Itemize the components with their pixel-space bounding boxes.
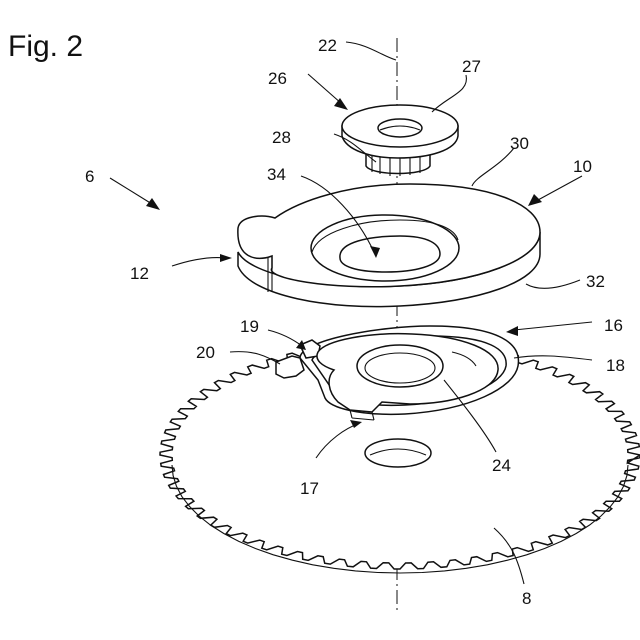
label-18: 18 [606,356,625,375]
label-8: 8 [522,589,531,608]
label-20: 20 [196,343,215,362]
screw [342,105,458,176]
label-22: 22 [318,36,337,55]
label-6: 6 [85,167,94,186]
label-26: 26 [268,69,287,88]
label-24: 24 [492,456,511,475]
label-30: 30 [510,134,529,153]
label-34: 34 [267,165,286,184]
label-17: 17 [300,479,319,498]
label-27: 27 [462,57,481,76]
label-12: 12 [130,264,149,283]
label-16: 16 [604,316,623,335]
label-19: 19 [240,317,259,336]
gear-hub-hole [365,439,431,467]
label-10: 10 [573,157,592,176]
label-28: 28 [272,128,291,147]
cam-disc [238,184,540,307]
label-32: 32 [586,272,605,291]
